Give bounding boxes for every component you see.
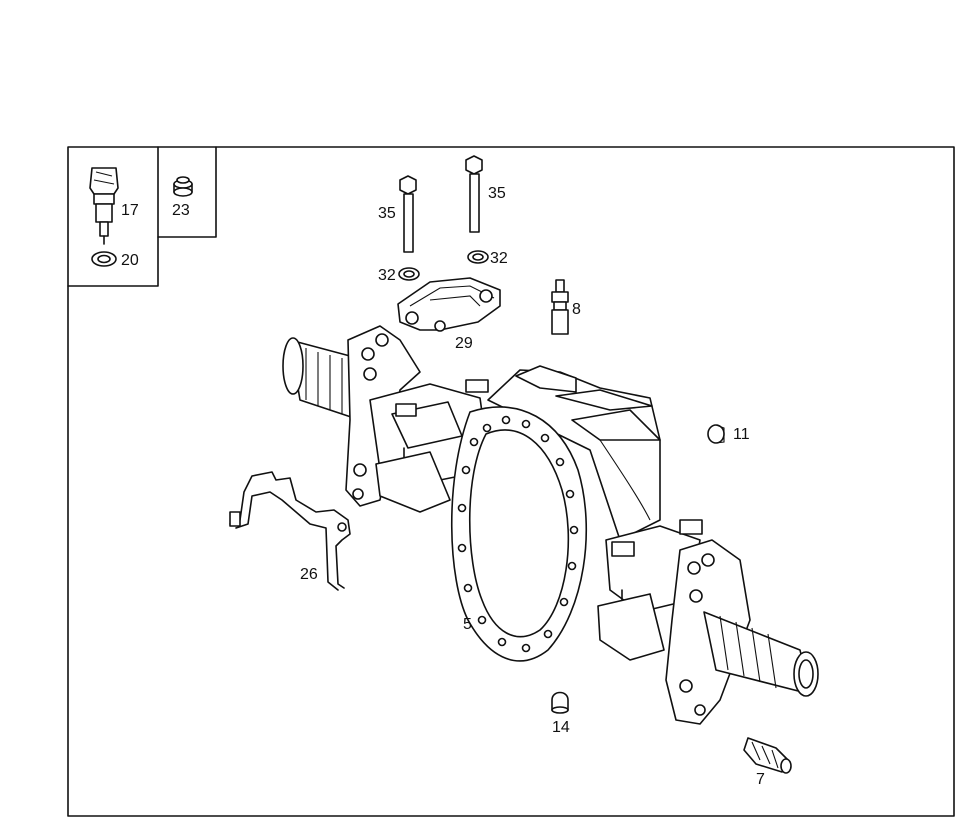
part-8-breather[interactable] — [551, 279, 569, 335]
part-32-washer-right[interactable] — [467, 250, 489, 264]
callout-17: 17 — [121, 202, 139, 219]
callout-23: 23 — [172, 202, 190, 219]
part-17-sensor[interactable] — [89, 167, 119, 245]
part-11-plug[interactable] — [707, 424, 725, 444]
part-14-plug[interactable] — [551, 691, 569, 714]
callout-29: 29 — [455, 335, 473, 352]
diagram-frame — [67, 146, 955, 817]
callout-35-left: 35 — [378, 205, 396, 222]
part-32-washer-left[interactable] — [398, 267, 420, 281]
callout-14: 14 — [552, 719, 570, 736]
part-5-axle-housing[interactable] — [282, 325, 819, 725]
callout-32-right: 32 — [490, 250, 508, 267]
part-29-cover[interactable] — [397, 277, 501, 332]
part-7-sleeve[interactable] — [743, 737, 792, 774]
callout-8: 8 — [572, 301, 581, 318]
callout-5: 5 — [463, 616, 472, 633]
part-35-bolt-right[interactable] — [465, 155, 483, 233]
part-26-bracket[interactable] — [229, 471, 351, 591]
callout-7: 7 — [756, 771, 765, 788]
callout-32-left: 32 — [378, 267, 396, 284]
part-35-bolt-left[interactable] — [399, 175, 417, 253]
flange-bolt-holes — [457, 415, 579, 653]
callout-35-right: 35 — [488, 185, 506, 202]
callout-20: 20 — [121, 252, 139, 269]
part-23-plug[interactable] — [173, 176, 193, 197]
callout-11: 11 — [733, 426, 750, 443]
callout-26: 26 — [300, 566, 318, 583]
part-20-seal-ring[interactable] — [91, 251, 117, 267]
